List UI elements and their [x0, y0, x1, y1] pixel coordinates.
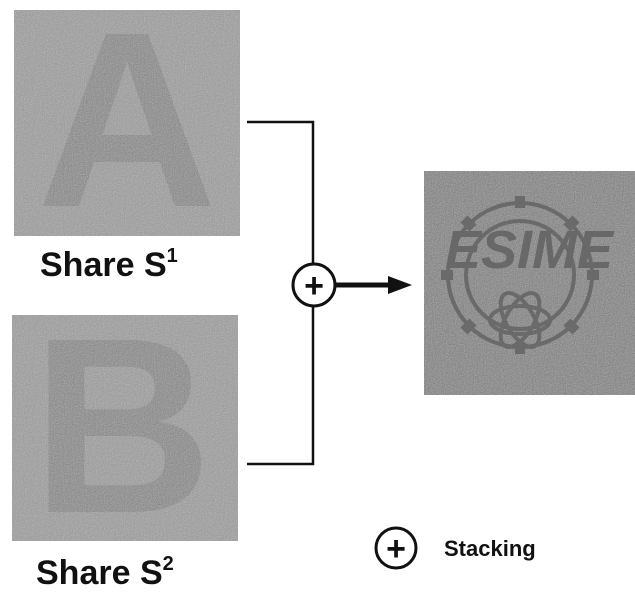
stacked-result-image: ESIME	[424, 171, 635, 395]
share-s1-image: A	[14, 0, 240, 259]
legend-stacking-symbol: +	[374, 526, 418, 570]
share-s2-image: B	[12, 286, 238, 565]
legend-stacking-label: Stacking	[444, 536, 536, 561]
share-s1-letter: A	[37, 0, 218, 259]
arrow-icon	[336, 276, 412, 294]
connector-lines	[247, 120, 315, 466]
share-s1-label: Share S1	[40, 245, 178, 284]
result-text: ESIME	[445, 220, 615, 280]
legend-plus: +	[386, 530, 406, 568]
share-s2-label: Share S2	[36, 553, 174, 592]
stacking-operator: +	[291, 262, 337, 308]
operator-plus: +	[304, 267, 324, 305]
gear-emblem	[441, 196, 599, 354]
share-s2-letter: B	[32, 286, 213, 565]
